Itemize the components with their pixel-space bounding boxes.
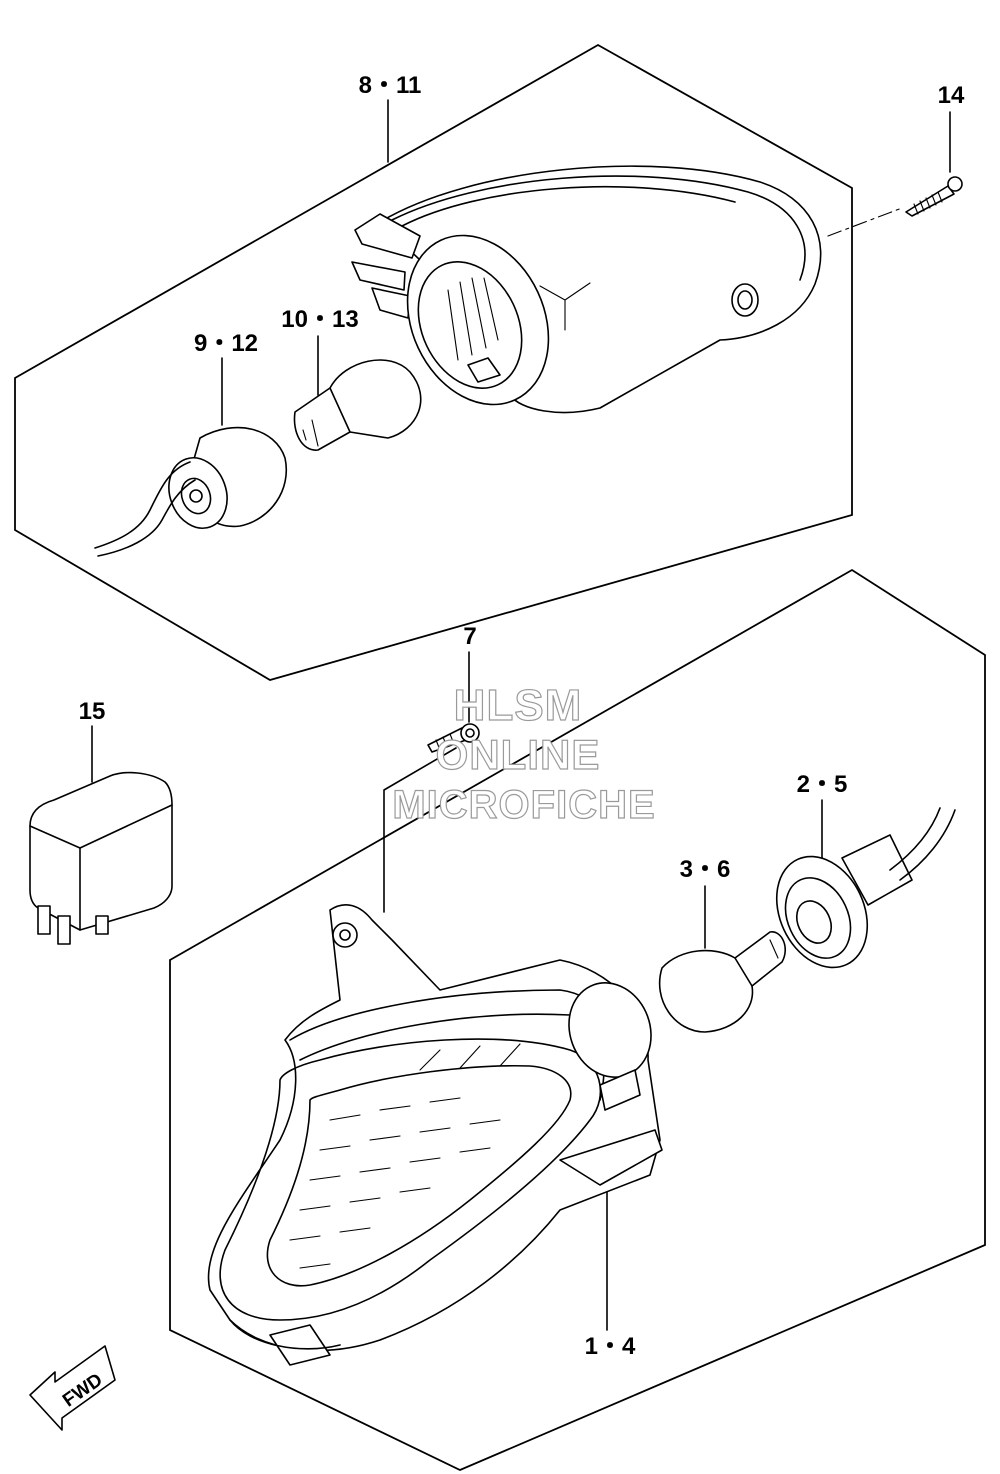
callout-15: 15 — [78, 698, 106, 725]
relay-15 — [29, 771, 173, 945]
watermark-line3: MICROFICHE — [392, 783, 656, 827]
watermark-line1: HLSM — [453, 681, 583, 730]
callout-1-4: 1・4 — [584, 1333, 636, 1360]
lower-assembly-frame — [169, 568, 986, 1471]
callout-9-12: 9・12 — [193, 330, 259, 357]
screw-14 — [905, 176, 963, 217]
callout-14: 14 — [937, 82, 965, 109]
front-lens-assembly — [207, 904, 663, 1366]
callout-7: 7 — [463, 623, 477, 650]
rear-bulb — [293, 359, 422, 451]
callout-3-6: 3・6 — [679, 856, 731, 883]
leader-lines — [91, 99, 951, 1331]
callout-2-5: 2・5 — [796, 771, 848, 798]
callout-8-11: 8・11 — [358, 72, 422, 99]
screw-7 — [427, 723, 480, 753]
front-bulb — [658, 931, 786, 1033]
fwd-arrow-icon: FWD — [29, 1345, 116, 1431]
front-socket — [775, 807, 956, 969]
rear-lens-housing — [351, 165, 822, 414]
rear-socket — [94, 426, 288, 557]
callout-10-13: 10・13 — [281, 306, 359, 333]
watermark-line2: ONLINE — [435, 731, 601, 778]
upper-assembly-frame — [14, 43, 853, 681]
